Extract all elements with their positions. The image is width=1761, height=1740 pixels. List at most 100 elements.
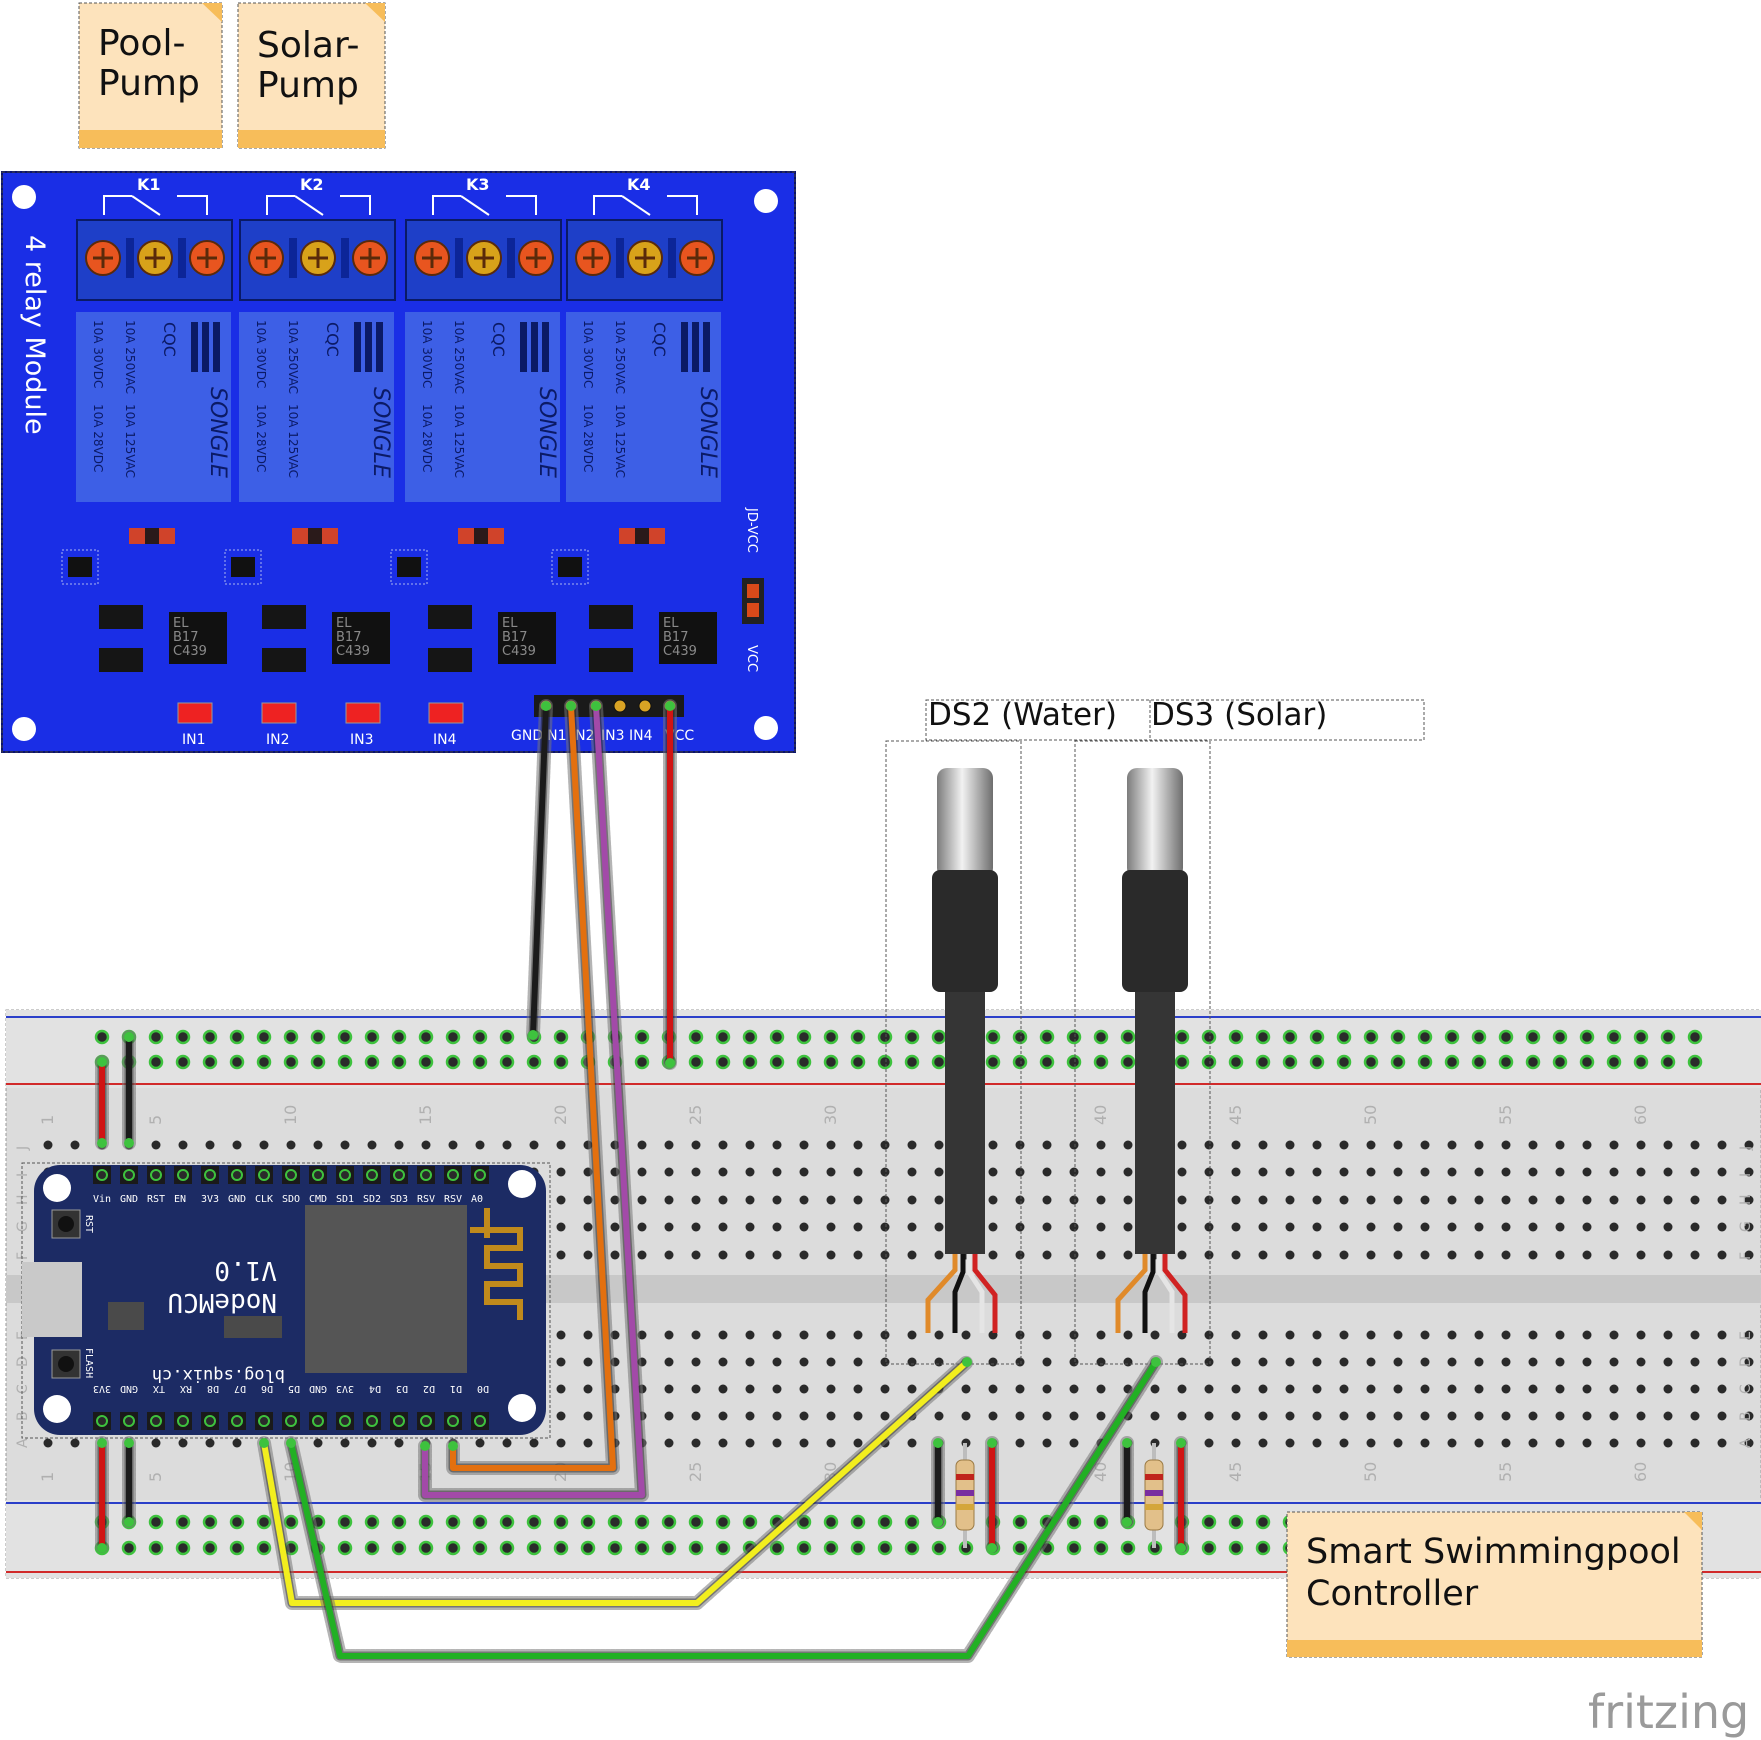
wires [95, 699, 1188, 1663]
row-letter: C [1738, 1384, 1754, 1394]
pin-label: RX [180, 1383, 192, 1394]
pin-label: D3 [396, 1383, 408, 1394]
svg-text:B17: B17 [502, 630, 527, 645]
pin-label: RSV [417, 1194, 435, 1205]
column-number: 20 [551, 1105, 570, 1125]
sensor-labels: DS2 (Water) DS3 (Solar) [885, 697, 1425, 1365]
transistor [397, 557, 421, 577]
row-letter: I [15, 1173, 31, 1177]
note-pool-pump: Pool- Pump [78, 2, 223, 149]
pin-label: D5 [288, 1383, 300, 1394]
probe-cable [945, 992, 985, 1254]
column-number: 5 [146, 1472, 165, 1482]
wire-ds3-vcc[interactable] [1174, 1436, 1188, 1555]
input-led [261, 702, 297, 724]
column-number: 5 [146, 1115, 165, 1125]
svg-text:CQC: CQC [160, 322, 179, 357]
svg-text:SONGLE: SONGLE [368, 387, 393, 478]
svg-text:EL: EL [502, 616, 518, 631]
column-number: 50 [1361, 1105, 1380, 1125]
input-led [345, 702, 381, 724]
svg-text:C439: C439 [173, 644, 207, 659]
wire-rail-left-red-bottom[interactable] [95, 1436, 109, 1555]
mount-hole [12, 717, 36, 741]
sensor-label-ds3: DS3 (Solar) [1151, 697, 1327, 733]
svg-text:SONGLE: SONGLE [205, 387, 230, 478]
input-label: IN4 [433, 732, 457, 748]
pullup-resistor-2[interactable] [1144, 1443, 1164, 1548]
svg-text:10A 28VDC: 10A 28VDC [420, 404, 434, 472]
row-letter: F [1738, 1252, 1754, 1260]
sensor-label-ds2: DS2 (Water) [928, 697, 1117, 733]
wire-ds3-gnd[interactable] [1120, 1436, 1134, 1529]
relay-id: K3 [466, 175, 490, 194]
row-letter: E [1738, 1331, 1754, 1340]
pin-label: TX [153, 1383, 165, 1394]
wire-gnd-relay[interactable] [526, 699, 553, 1042]
svg-text:SONGLE: SONGLE [534, 387, 559, 478]
antenna-trace [470, 1208, 523, 1320]
wire-rail-left-red-top[interactable] [95, 1055, 109, 1150]
wire-ds2-vcc[interactable] [985, 1436, 999, 1555]
svg-text:10A 30VDC: 10A 30VDC [254, 320, 268, 388]
svg-text:CQC: CQC [489, 322, 508, 357]
usb-connector[interactable] [22, 1262, 82, 1337]
pin-label: GND [228, 1194, 246, 1205]
svg-text:C439: C439 [336, 644, 370, 659]
relay-module-title: 4 relay Module [19, 235, 50, 435]
svg-text:CQC: CQC [323, 322, 342, 357]
wire-rail-left-black-bottom[interactable] [122, 1436, 136, 1529]
pin-label: GND [120, 1383, 138, 1394]
svg-text:SONGLE: SONGLE [695, 387, 720, 478]
svg-text:10A 30VDC: 10A 30VDC [91, 320, 105, 388]
column-number: 40 [1091, 1105, 1110, 1125]
pin-label: D6 [261, 1383, 273, 1394]
column-number: 1 [38, 1472, 57, 1482]
probe-tip [1127, 768, 1183, 878]
header-label: GND [511, 728, 543, 744]
svg-text:B17: B17 [663, 630, 688, 645]
pullup-resistor-1[interactable] [955, 1443, 975, 1548]
pin-label: D7 [234, 1383, 246, 1394]
pin-label: Vin [93, 1194, 111, 1205]
column-number: 25 [686, 1462, 705, 1482]
column-number: 15 [416, 1105, 435, 1125]
nodemcu-version: V1.0 [214, 1255, 277, 1285]
header-pin-in3[interactable] [613, 699, 627, 713]
wire-d6-ds2[interactable] [257, 1355, 974, 1610]
svg-text:EL: EL [663, 616, 679, 631]
pin-label: 3V3 [201, 1194, 219, 1205]
row-letter: B [15, 1411, 31, 1421]
esp8266-module [305, 1205, 467, 1373]
wire-in2-relay[interactable] [418, 699, 649, 1502]
row-letter: B [1738, 1411, 1754, 1421]
breadboard: 1155101015152020252530303535404045455050… [5, 1009, 1761, 1579]
wire-vcc-relay[interactable] [663, 699, 677, 1070]
relay-symbol [432, 195, 537, 216]
svg-text:B17: B17 [336, 630, 361, 645]
pin-label: EN [174, 1194, 186, 1205]
probe-cable [1135, 992, 1175, 1254]
pin-label: 3V3 [93, 1383, 111, 1394]
column-number: 30 [821, 1105, 840, 1125]
wire-d5-ds3[interactable] [284, 1355, 1163, 1663]
optocoupler [498, 612, 556, 664]
mount-hole [508, 1170, 536, 1198]
header-pin-in4[interactable] [638, 699, 652, 713]
column-number: 25 [686, 1105, 705, 1125]
mount-hole [43, 1174, 71, 1202]
input-led [177, 702, 213, 724]
wire-ds2-gnd[interactable] [931, 1436, 945, 1529]
svg-text:C439: C439 [663, 644, 697, 659]
nodemcu-url: blog.squix.ch [152, 1365, 285, 1385]
relay-symbol [593, 195, 698, 216]
probe-tip [937, 768, 993, 878]
pin-label: SD3 [390, 1194, 408, 1205]
mount-hole [12, 185, 36, 209]
wire-rail-left-black-top[interactable] [122, 1030, 136, 1150]
optocoupler [332, 612, 390, 664]
pin-label: GND [309, 1383, 327, 1394]
wire-in1-relay[interactable] [446, 699, 620, 1475]
